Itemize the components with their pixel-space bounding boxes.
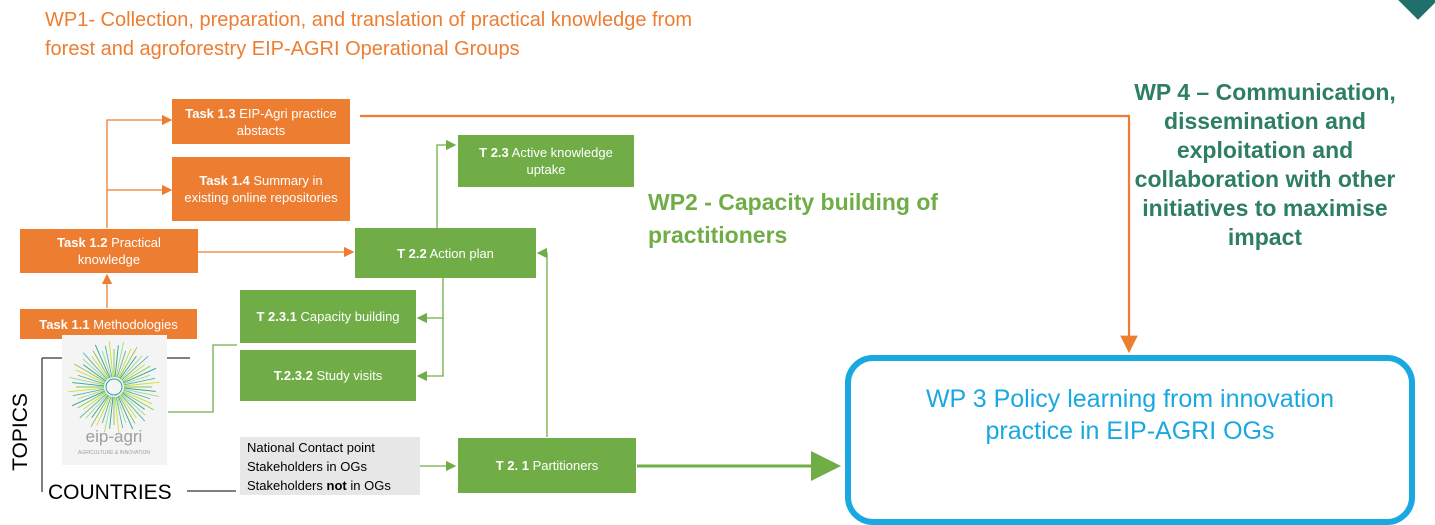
task-1-4-code: Task 1.4: [199, 173, 250, 188]
logo-ray: [109, 396, 114, 429]
task-2-3-code: T 2.3: [479, 145, 509, 160]
stakeholders-line-3: Stakeholders not in OGs: [247, 478, 391, 493]
task-2-1-box[interactable]: T 2. 1 Partitioners: [458, 438, 636, 493]
logo-ray: [68, 376, 105, 386]
logo-ray: [101, 396, 112, 424]
sunburst-icon: eip-agri AGRICULTURE & INNOVATION: [68, 341, 160, 456]
task-2-3-label: Active knowledge uptake: [511, 145, 613, 177]
logo-ray: [85, 394, 108, 419]
task-2-2-code: T 2.2: [397, 245, 427, 261]
task-1-2-code: Task 1.2: [57, 235, 108, 250]
logo-ray: [73, 363, 106, 383]
task-2-3-1-box[interactable]: T 2.3.1 Capacity building: [240, 290, 416, 343]
task-1-2-box[interactable]: Task 1.2 Practical knowledge: [20, 229, 198, 273]
logo-ray: [114, 396, 120, 433]
task-1-2-label: Practical knowledge: [77, 235, 161, 267]
logo-ray: [101, 350, 112, 378]
wp3-title: WP 3 Policy learning from innovation pra…: [925, 385, 1335, 445]
task-1-4-label: Summary in existing online repositories: [184, 173, 338, 205]
logo-ray: [117, 348, 132, 379]
logo-ray: [94, 344, 111, 379]
logo-ray: [82, 364, 107, 382]
eip-agri-logo: eip-agri AGRICULTURE & INNOVATION: [62, 335, 167, 465]
logo-ray: [123, 377, 156, 386]
logo-ray: [122, 391, 155, 411]
logo-ray: [123, 381, 160, 387]
task-2-3-box[interactable]: T 2.3 Active knowledge uptake: [458, 135, 634, 187]
task-1-3-code: Task 1.3: [185, 105, 236, 121]
logo-ray: [116, 396, 127, 424]
countries-axis-label: COUNTRIES: [48, 481, 172, 504]
logo-ray: [121, 355, 149, 381]
logo-ray: [121, 392, 146, 410]
task-2-2-box[interactable]: T 2.2 Action plan: [355, 228, 536, 278]
task-2-1-code: T 2. 1: [495, 458, 529, 473]
stakeholders-box: National Contact point Stakeholders in O…: [240, 437, 420, 495]
logo-ray: [108, 341, 114, 378]
stakeholders-line-2: Stakeholders in OGs: [247, 459, 367, 474]
task-2-2-label: Action plan: [429, 245, 494, 261]
task-2-3-2-box[interactable]: T.2.3.2 Study visits: [240, 350, 416, 401]
logo-ray: [114, 345, 119, 378]
logo-ray: [82, 392, 107, 410]
wp1-title: WP1- Collection, preparation, and transl…: [45, 9, 692, 60]
logo-ray: [77, 374, 105, 385]
logo-ray: [120, 355, 143, 380]
logo-ray: [68, 387, 105, 393]
logo-ray: [121, 393, 146, 416]
wp4-title: WP 4 – Communication, dissemination and …: [1134, 79, 1396, 250]
logo-ray: [123, 374, 151, 385]
logo-ray: [118, 346, 138, 379]
logo-ray: [104, 345, 113, 378]
task-2-3-2-label: Study visits: [316, 368, 383, 383]
logo-ray: [82, 352, 108, 380]
task-2-1-label: Partitioners: [532, 458, 599, 473]
task-1-1-box[interactable]: Task 1.1 Methodologies: [20, 309, 197, 339]
logo-ray: [120, 394, 146, 422]
task-2-3-1-code: T 2.3.1: [256, 309, 297, 324]
wp2-title: WP2 - Capacity building of practitioners: [648, 189, 939, 248]
task-1-4-box[interactable]: Task 1.4 Summary in existing online repo…: [172, 157, 350, 221]
logo-ray: [96, 395, 111, 426]
logo-ray: [77, 389, 105, 400]
logo-subtext: AGRICULTURE & INNOVATION: [78, 450, 150, 456]
logo-ray: [103, 396, 113, 433]
logo-ray: [121, 364, 146, 382]
logo-ray: [119, 355, 137, 380]
logo-ray: [92, 350, 110, 379]
logo-ray: [123, 387, 156, 392]
stakeholders-line-1: National Contact point: [247, 440, 375, 455]
logo-ray: [72, 388, 105, 397]
logo-ray: [115, 396, 124, 429]
logo-ray: [115, 341, 125, 378]
logo-ray: [122, 365, 151, 383]
logo-ray: [116, 350, 127, 378]
topics-axis-label: TOPICS: [9, 393, 32, 471]
task-1-3-label: EIP-Agri practice abstacts: [236, 105, 337, 138]
logo-ray: [122, 390, 153, 405]
logo-ray: [72, 382, 105, 387]
task-1-1-code: Task 1.1: [39, 316, 90, 332]
logo-ray: [77, 391, 106, 409]
logo-ray: [118, 395, 136, 424]
logo-ray: [123, 389, 151, 400]
task-1-1-label: Methodologies: [93, 316, 178, 332]
logo-ray: [123, 388, 160, 398]
logo-ray: [90, 395, 110, 428]
logo-ray: [117, 395, 134, 430]
logo-ray: [82, 358, 107, 381]
logo-ray: [91, 394, 109, 419]
logo-text: eip-agri: [86, 427, 143, 446]
task-2-3-2-code: T.2.3.2: [273, 368, 313, 383]
logo-ray: [122, 367, 157, 384]
task-1-3-box[interactable]: Task 1.3 EIP-Agri practice abstacts: [172, 99, 350, 144]
logo-ray: [75, 369, 106, 384]
logo-ray: [71, 390, 106, 407]
logo-ray: [79, 393, 107, 419]
task-2-3-1-label: Capacity building: [300, 309, 400, 324]
logo-ray: [119, 394, 137, 419]
logo-ray: [91, 355, 109, 380]
